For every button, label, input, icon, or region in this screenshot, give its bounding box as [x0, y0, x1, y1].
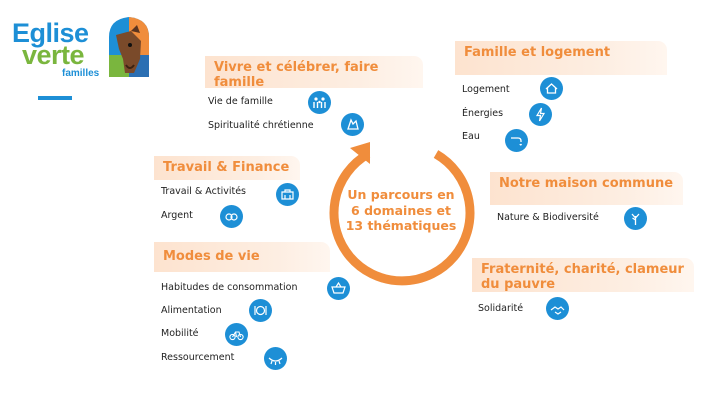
- theme-label-solidarite: Solidarité: [478, 303, 524, 314]
- food-icon[interactable]: [248, 298, 273, 323]
- theme-label-vie-de-famille: Vie de famille: [208, 96, 273, 107]
- logo-word-eglise: Eglise: [12, 18, 89, 48]
- theme-label-eau: Eau: [462, 131, 480, 142]
- rest-icon[interactable]: [263, 346, 288, 371]
- energy-icon[interactable]: [528, 102, 553, 127]
- domain-header-travail-finance: Travail & Finance: [154, 156, 300, 180]
- theme-label-ressourcement: Ressourcement: [161, 352, 235, 363]
- logo-word-familles: familles: [62, 68, 100, 79]
- theme-label-mobilite: Mobilité: [161, 328, 199, 339]
- theme-label-logement: Logement: [462, 84, 510, 95]
- tree-icon[interactable]: [623, 206, 648, 231]
- theme-label-argent: Argent: [161, 210, 193, 221]
- solidarity-icon[interactable]: [545, 296, 570, 321]
- theme-label-spiritualite: Spiritualité chrétienne: [208, 120, 314, 131]
- domain-header-modes-de-vie: Modes de vie: [154, 242, 330, 272]
- domain-header-vivre-celebrer: Vivre et célébrer, faire famille: [205, 56, 423, 90]
- domain-header-fraternite: Fraternité, charité, clameur du pauvre: [472, 258, 694, 292]
- basket-icon[interactable]: [326, 276, 351, 301]
- family-icon[interactable]: [307, 90, 332, 115]
- theme-label-energies: Énergies: [462, 108, 504, 119]
- center-summary: Un parcours en 6 domaines et 13 thématiq…: [345, 187, 457, 233]
- work-icon[interactable]: [275, 182, 300, 207]
- logo-word-verte: verte: [22, 40, 85, 70]
- domain-header-famille-logement: Famille et logement: [455, 41, 667, 75]
- prayer-icon[interactable]: [340, 112, 365, 137]
- church-window-logo-icon: [109, 17, 149, 77]
- theme-label-nature: Nature & Biodiversité: [497, 212, 599, 223]
- theme-label-alimentation: Alimentation: [161, 305, 222, 316]
- cycle-arrow: [329, 142, 475, 286]
- money-icon[interactable]: [219, 204, 244, 229]
- theme-label-consommation: Habitudes de consommation: [161, 282, 298, 293]
- theme-label-travail: Travail & Activités: [161, 186, 247, 197]
- house-icon[interactable]: [539, 76, 564, 101]
- domain-header-maison-commune: Notre maison commune: [490, 172, 683, 205]
- bicycle-icon[interactable]: [224, 322, 249, 347]
- logo-underline: [38, 96, 72, 100]
- water-icon[interactable]: [504, 128, 529, 153]
